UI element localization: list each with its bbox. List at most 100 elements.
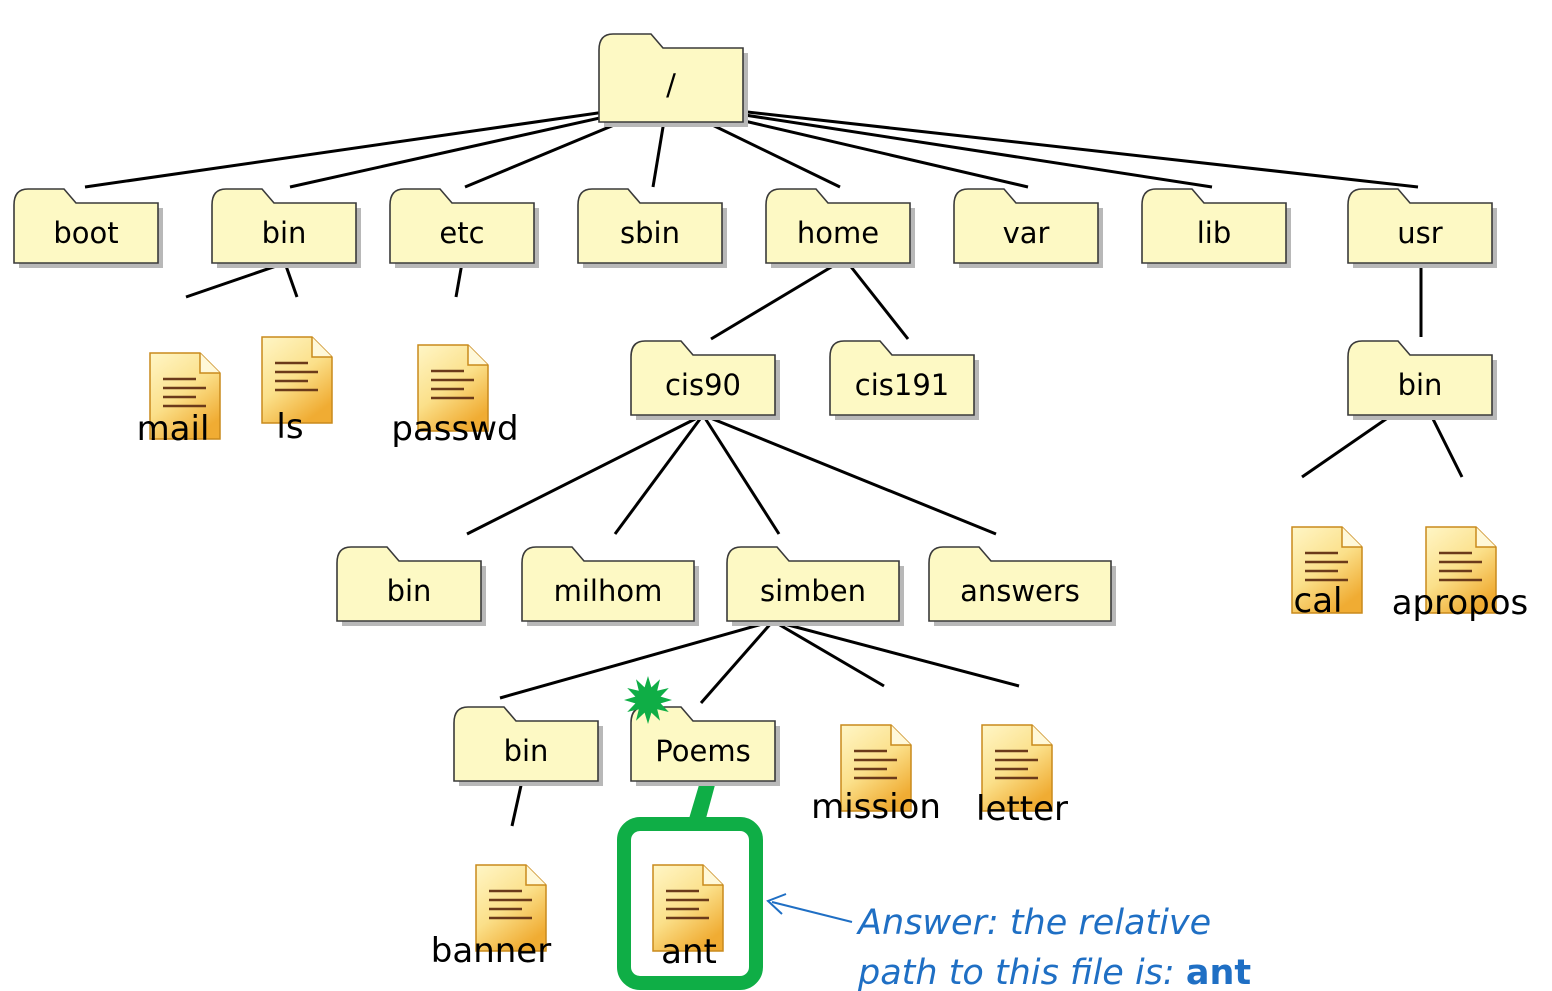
folder-icon [577,188,723,264]
tree-edge-bin_top-8 [185,261,286,299]
folder-label: cis90 [665,368,741,402]
folder-label: boot [53,216,118,250]
document-icon [417,344,489,432]
folder-icon [389,188,535,264]
tree-edge-root-6 [666,101,1213,189]
folder-poems[interactable]: Poems [630,706,780,786]
file-label: banner [431,931,551,971]
file-passwd[interactable]: passwd [391,344,519,449]
document-icon [652,864,724,952]
file-label: mail [137,409,210,449]
document-icon [840,724,912,812]
folder-label: milhom [554,574,663,608]
folder-simben_bin[interactable]: bin [453,706,603,786]
folder-icon [1347,188,1493,264]
file-mail[interactable]: mail [137,352,221,449]
answer-prefix: path to this file is: [857,953,1186,991]
document-icon [1425,526,1497,614]
tree-edge-simben-23 [772,619,1020,688]
folder-label: Poems [655,734,750,768]
folder-label: bin [262,216,307,250]
document-icon [261,336,333,424]
file-label: ant [661,932,717,972]
file-label: ls [276,407,303,447]
folder-icon [598,33,744,123]
document-icon [1291,526,1363,614]
folder-icon [521,546,695,622]
tree-edge-etc-10 [454,262,464,298]
folder-icon [928,546,1112,622]
folder-cis90[interactable]: cis90 [630,340,780,420]
file-label: mission [811,787,941,827]
folder-label: var [1003,216,1050,250]
folder-label: usr [1397,216,1442,250]
tree-edge-root-0 [84,101,668,189]
folder-icon [1347,340,1493,416]
tree-edge-cis90-15 [613,414,705,535]
file-label: letter [976,789,1068,829]
folder-cis90_bin[interactable]: bin [336,546,486,626]
folder-label: bin [387,574,432,608]
folder-boot[interactable]: boot [13,188,163,268]
folder-icon [13,188,159,264]
folder-icon [765,188,911,264]
tree-edge-cis90-16 [701,414,781,535]
folder-icon [829,340,975,416]
folder-label: lib [1197,216,1232,250]
tree-edge-simben_bin-24 [510,780,524,827]
folder-icon [453,706,599,782]
document-icon [475,864,547,952]
tree-edge-simben-20 [499,619,774,700]
folder-simben[interactable]: simben [726,546,904,626]
folder-label: / [666,68,676,102]
document-icon [981,724,1053,812]
folder-bin_top[interactable]: bin [211,188,361,268]
file-ant[interactable]: ant [652,864,724,972]
folder-sbin[interactable]: sbin [577,188,727,268]
answer-text-line2: path to this file is: ant [857,953,1251,991]
folder-home[interactable]: home [765,188,915,268]
folder-icon [953,188,1099,264]
tree-edge-cis90-14 [466,413,704,536]
file-mission[interactable]: mission [811,724,941,827]
folder-lib[interactable]: lib [1141,188,1291,268]
folder-var[interactable]: var [953,188,1103,268]
file-label: cal [1294,581,1343,621]
folder-label: bin [1398,368,1443,402]
folder-icon [1141,188,1287,264]
folder-label: simben [760,574,866,608]
file-banner[interactable]: banner [431,864,551,971]
highlight-edge-poems-ant [688,785,715,822]
file-cal[interactable]: cal [1291,526,1363,621]
folder-cis191[interactable]: cis191 [829,340,979,420]
folder-label: home [797,216,879,250]
folder-icon [726,546,900,622]
folder-icon [630,340,776,416]
file-letter[interactable]: letter [976,724,1068,829]
folder-label: sbin [620,216,680,250]
folder-label: cis191 [855,368,949,402]
tree-edge-root-7 [666,101,1419,189]
file-ls[interactable]: ls [261,336,333,447]
tree-edge-simben-21 [699,620,775,704]
folder-label: answers [960,574,1080,608]
folder-label: bin [504,734,549,768]
answer-text-line1: Answer: the relative [856,903,1211,943]
folder-answers[interactable]: answers [928,546,1116,626]
answer-arrow-icon [766,893,853,923]
tree-edge-home-12 [846,262,910,340]
file-apropos[interactable]: apropos [1392,526,1529,623]
folder-usr_bin[interactable]: bin [1347,340,1497,420]
file-label: apropos [1392,583,1529,623]
tree-edge-cis90-17 [702,413,997,536]
folder-icon [211,188,357,264]
tree-edge-bin_top-9 [283,262,299,298]
folder-milhom[interactable]: milhom [521,546,699,626]
highlighted-file-box [617,817,763,990]
folder-label: etc [439,216,484,250]
tree-edge-simben-22 [772,619,885,688]
folder-etc[interactable]: etc [389,188,539,268]
current-directory-star-icon [624,676,672,724]
folder-usr[interactable]: usr [1347,188,1497,268]
folder-root[interactable]: / [598,33,748,127]
